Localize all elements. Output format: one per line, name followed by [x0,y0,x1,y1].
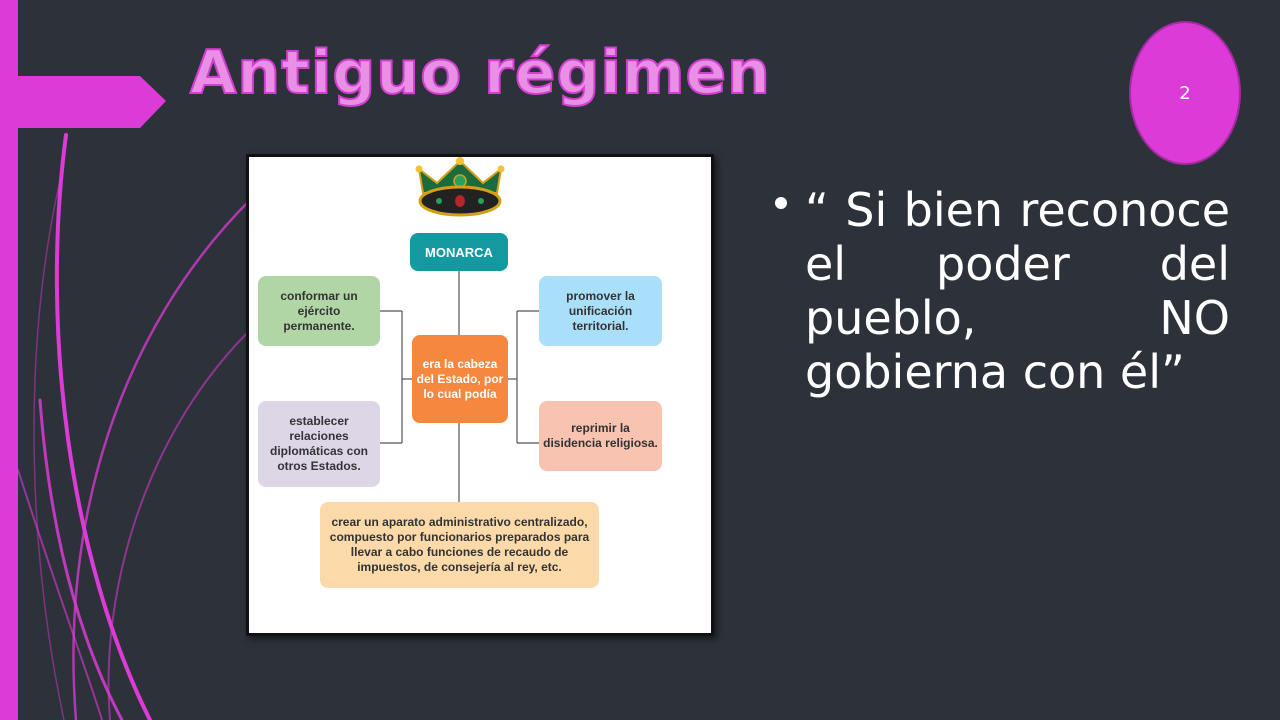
crown-icon [415,157,505,217]
node-unificacion: promover la unificación territorial. [539,276,662,346]
node-cabeza-estado: era la cabeza del Estado, por lo cual po… [412,335,508,423]
diagram-connectors [380,271,539,502]
bullet-dot [775,197,787,209]
quote-text: “ Si bien reconoce el poder del pueblo, … [805,183,1230,399]
slide-title: Antiguo régimen [189,37,771,109]
quote-bullet: “ Si bien reconoce el poder del pueblo, … [775,183,1230,399]
monarch-diagram: MONARCA conformar un ejército permanente… [246,154,714,636]
node-disidencia: reprimir la disidencia religiosa. [539,401,662,471]
node-ejercito: conformar un ejército permanente. [258,276,380,346]
node-relaciones: establecer relaciones diplomáticas con o… [258,401,380,487]
node-monarca: MONARCA [410,233,508,271]
slide-number-badge: 2 [1129,21,1241,165]
slide-number: 2 [1179,82,1191,104]
node-aparato-administrativo: crear un aparato administrativo centrali… [320,502,599,588]
